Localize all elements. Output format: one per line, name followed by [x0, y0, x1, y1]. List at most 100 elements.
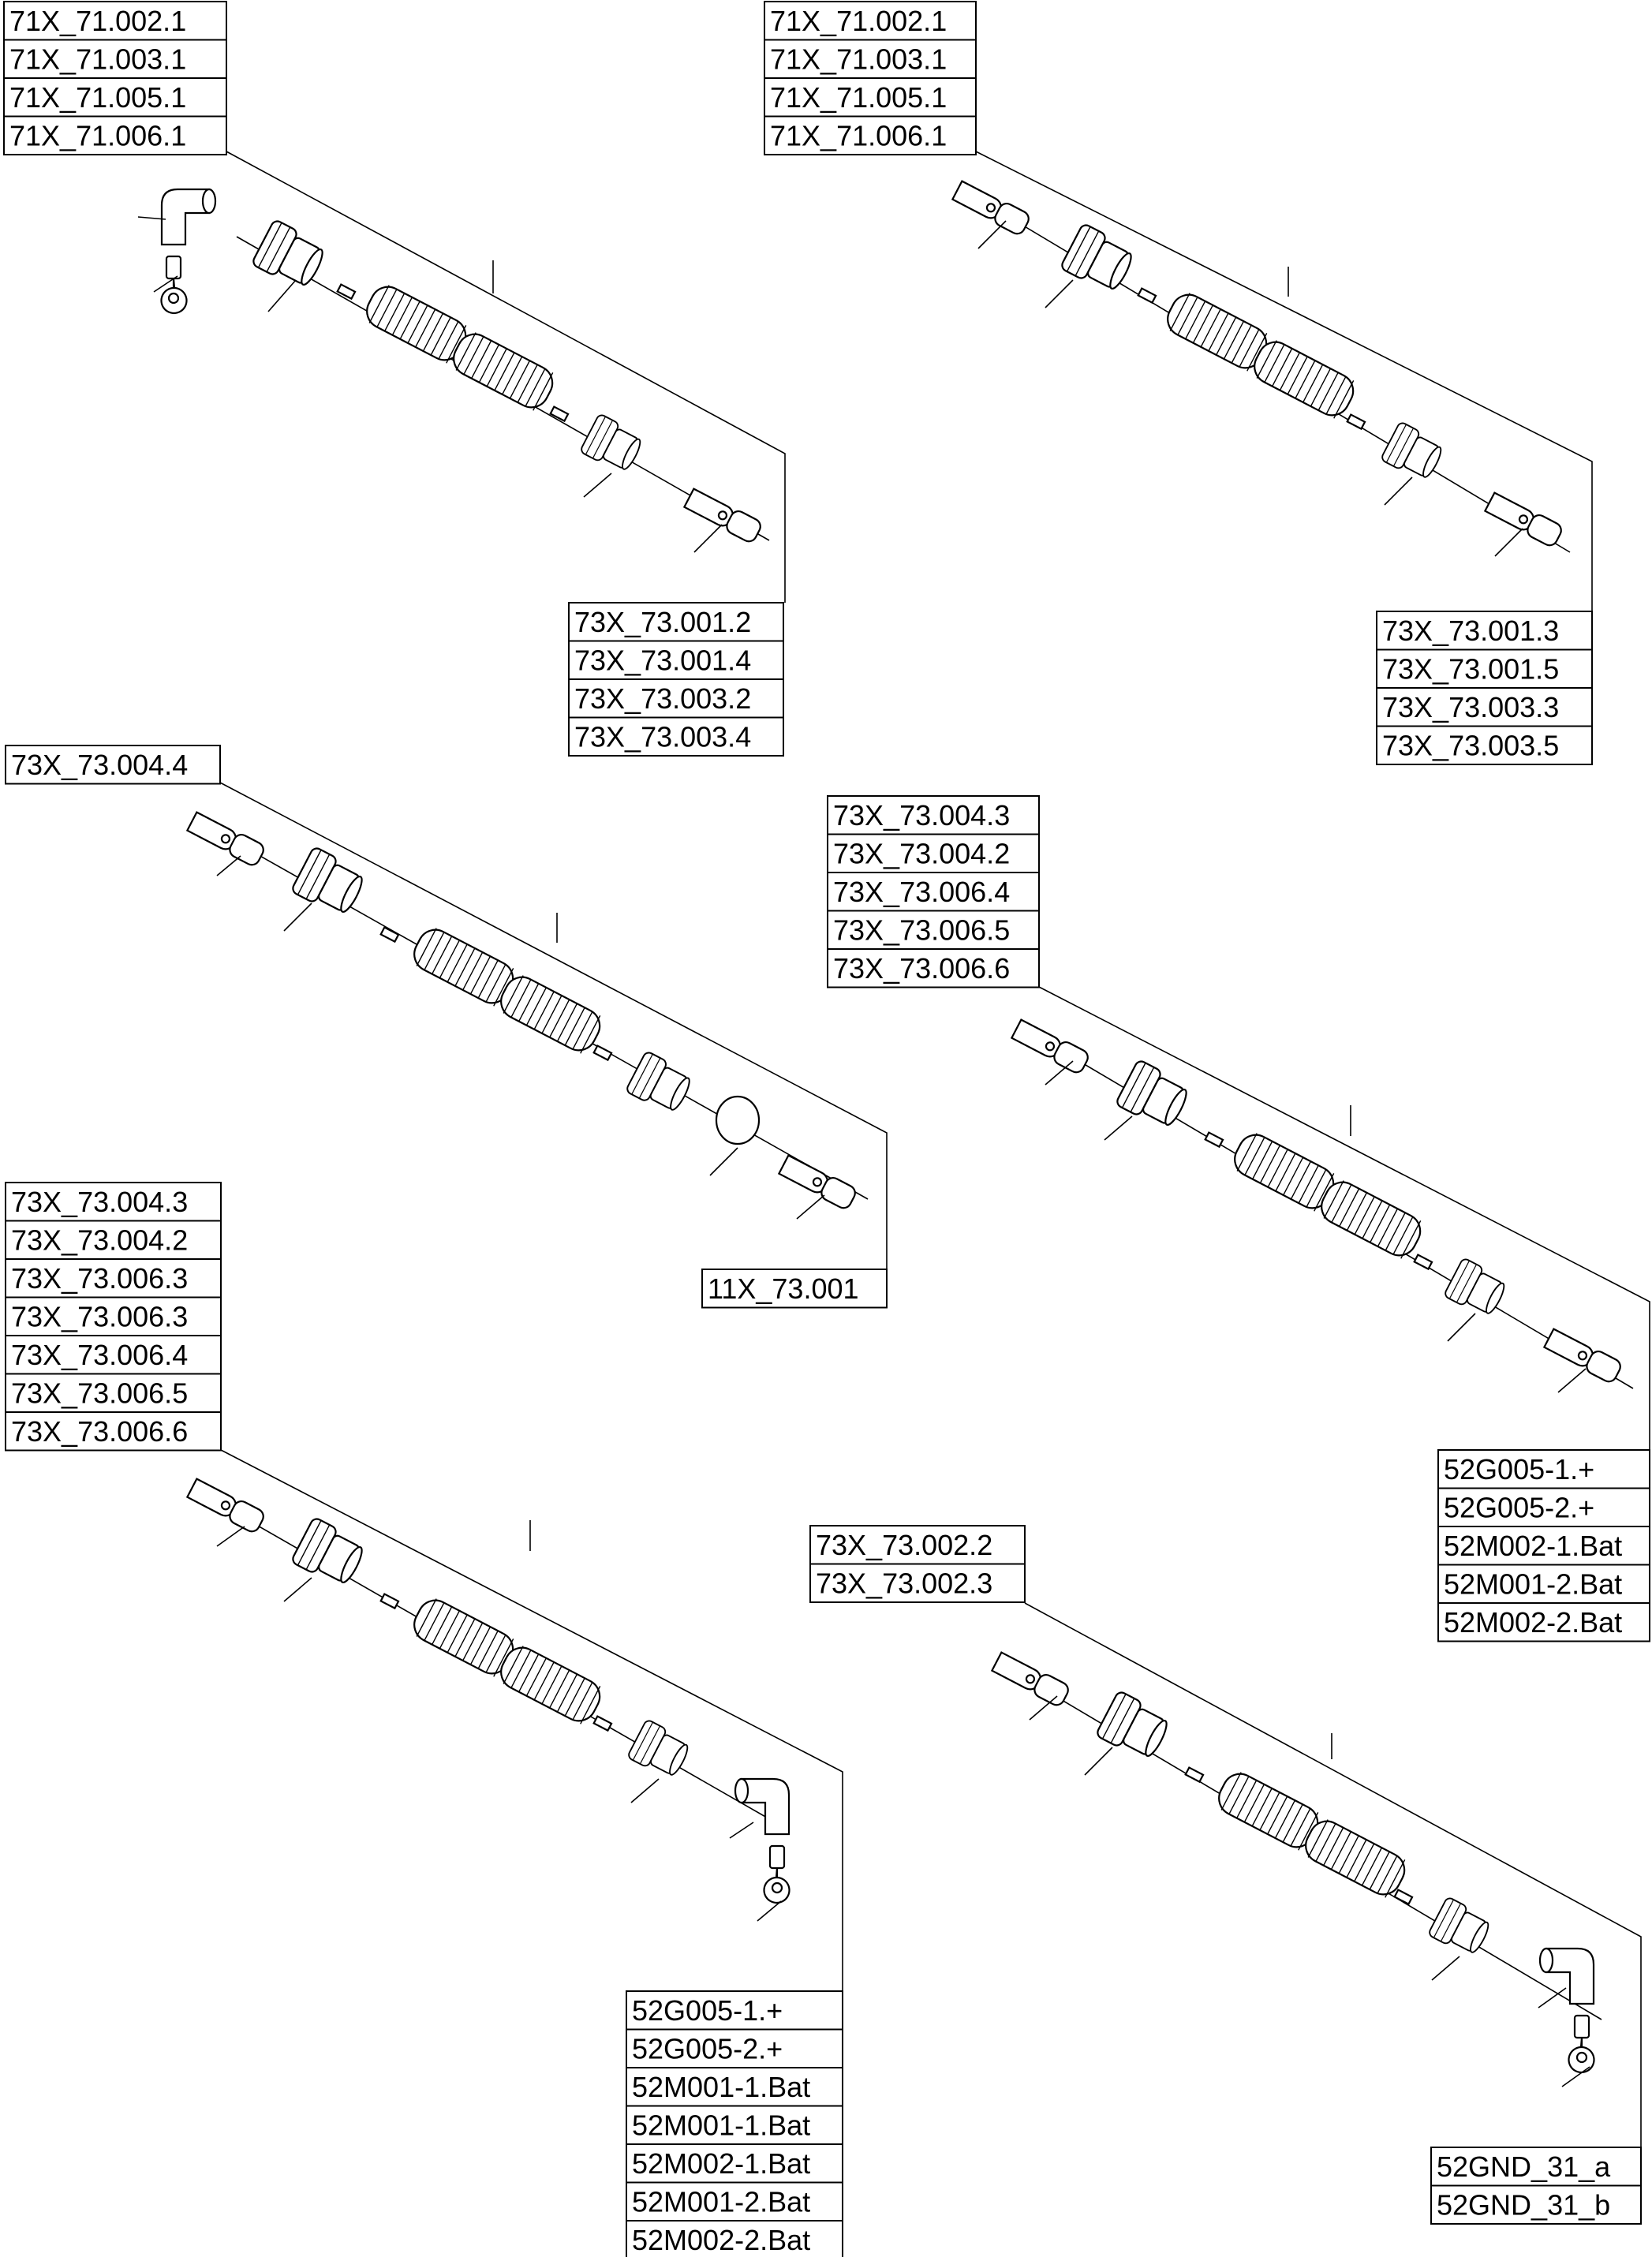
label-text: 71X_71.005.1: [9, 81, 186, 114]
elbow-boot-icon: [1538, 1947, 1595, 2074]
label-box-group: 11X_73.001: [701, 1269, 888, 1309]
label-text: 73X_73.001.2: [574, 606, 751, 638]
label-text: 73X_73.003.2: [574, 682, 751, 715]
callout-tick: [153, 275, 178, 293]
bellows-icon: [1254, 340, 1355, 419]
pin-icon: [1204, 1131, 1224, 1149]
label-cell: [764, 115, 977, 155]
label-cell: [626, 2181, 843, 2222]
label-text: 52M001-2.Bat: [632, 2186, 810, 2218]
ring-lug-icon: [1542, 1328, 1621, 1383]
pin-icon: [336, 283, 357, 301]
label-cell: [626, 2143, 843, 2184]
callout-tick: [729, 1822, 754, 1839]
label-cell: [764, 77, 977, 118]
label-text: 11X_73.001: [708, 1272, 859, 1305]
label-box-group: 73X_73.004.3 73X_73.004.2 73X_73.006.3 73X_…: [5, 1182, 222, 1452]
callout-tick: [693, 524, 723, 553]
callout-tick: [583, 473, 612, 498]
leader-line: [1038, 986, 1650, 1450]
ring-lug-icon: [185, 811, 264, 866]
label-text: 73X_73.003.4: [574, 721, 751, 753]
label-text: 52M001-1.Bat: [632, 2109, 810, 2142]
cable-gland-icon: [1061, 224, 1132, 290]
label-text: 52G005-2.+: [632, 2033, 783, 2065]
label-cell: [3, 115, 227, 155]
pin-icon: [379, 926, 400, 944]
label-cell: [5, 1373, 222, 1413]
label-box-group: 52G005-1.+52G005-2.+52M001-1.Bat52M001-1…: [626, 1990, 843, 2257]
label-text: 73X_73.004.4: [11, 749, 188, 781]
label-text: 73X_73.006.4: [833, 876, 1010, 908]
callout-tick: [796, 1194, 825, 1220]
cable-gland-icon: [292, 847, 363, 913]
cable-gland-icon: [626, 1052, 690, 1111]
bellows-icon: [1321, 1180, 1422, 1259]
label-text: 73X_73.006.3: [11, 1301, 188, 1333]
label-box-group: 73X_73.004.4: [5, 745, 221, 785]
cable-assemblies: [137, 180, 1634, 2087]
label-text: 73X_73.006.5: [833, 914, 1010, 947]
label-cell: [809, 1525, 1026, 1565]
label-cell: [626, 2220, 843, 2257]
label-cell: [809, 1563, 1026, 1603]
label-text: 73X_73.001.5: [1382, 653, 1559, 686]
label-text: 52M002-1.Bat: [1444, 1530, 1622, 1562]
pin-icon: [379, 1593, 400, 1610]
label-text: 73X_73.004.3: [11, 1186, 188, 1218]
leader-line: [975, 151, 1593, 611]
pin-icon: [1393, 1889, 1414, 1906]
cable-gland-icon: [628, 1720, 689, 1776]
pin-icon: [1184, 1766, 1205, 1784]
label-text: 73X_73.006.5: [11, 1377, 188, 1410]
callout-tick: [977, 220, 1007, 249]
label-box-group: 73X_73.001.373X_73.001.573X_73.003.373X_…: [1376, 611, 1593, 765]
cable-gland-icon: [292, 1518, 363, 1583]
cable-assembly: [951, 180, 1571, 557]
label-cell: [626, 2105, 843, 2145]
leader-line: [226, 151, 786, 603]
cable-gland-icon: [581, 414, 641, 470]
callout-tick: [1029, 1695, 1058, 1721]
cable-assembly: [137, 188, 770, 553]
label-cell: [5, 745, 221, 785]
label-cell: [1376, 611, 1593, 651]
ring-lug-icon: [777, 1154, 856, 1209]
label-box-group: 52G005-1.+52G005-2.+52M002-1.Bat52M001-2…: [1437, 1449, 1650, 1642]
callout-tick: [1104, 1115, 1133, 1141]
label-box-group: 73X_73.004.373X_73.004.273X_73.006.473X_…: [827, 795, 1040, 988]
ring-lug-icon: [951, 180, 1030, 235]
ring-lug-icon: [682, 488, 761, 543]
label-cell: [827, 910, 1040, 950]
bellows-icon: [500, 1646, 601, 1725]
callout-tick: [630, 1778, 660, 1803]
callout-tick: [1494, 528, 1523, 557]
label-cell: [827, 948, 1040, 988]
pin-icon: [592, 1715, 613, 1732]
leader-line: [1024, 1602, 1642, 2147]
label-text: 73X_73.006.3: [11, 1262, 188, 1295]
label-cell: [764, 39, 977, 79]
leader-lines: [219, 151, 1650, 2147]
label-cell: [5, 1335, 222, 1375]
label-cell: [568, 716, 784, 757]
label-cell: [827, 833, 1040, 873]
bellows-icon: [1305, 1819, 1406, 1898]
cable-gland-icon: [1116, 1060, 1187, 1126]
label-cell: [1376, 725, 1593, 765]
callout-tick: [137, 216, 166, 220]
label-cell: [568, 602, 784, 642]
ring-lug-icon: [1010, 1018, 1089, 1074]
label-text: 71X_71.002.1: [770, 5, 947, 37]
bellows-icon: [413, 928, 514, 1007]
callout-tick: [283, 1577, 312, 1602]
label-text: 52M002-1.Bat: [632, 2147, 810, 2180]
label-text: 52M002-2.Bat: [632, 2224, 810, 2256]
sleeve-icon: [715, 1095, 761, 1145]
label-text: 71X_71.006.1: [770, 120, 947, 152]
label-text: 73X_73.001.3: [1382, 615, 1559, 647]
callout-tick: [757, 1900, 782, 1922]
label-text: 73X_73.004.2: [11, 1224, 188, 1257]
callout-tick: [267, 279, 297, 312]
